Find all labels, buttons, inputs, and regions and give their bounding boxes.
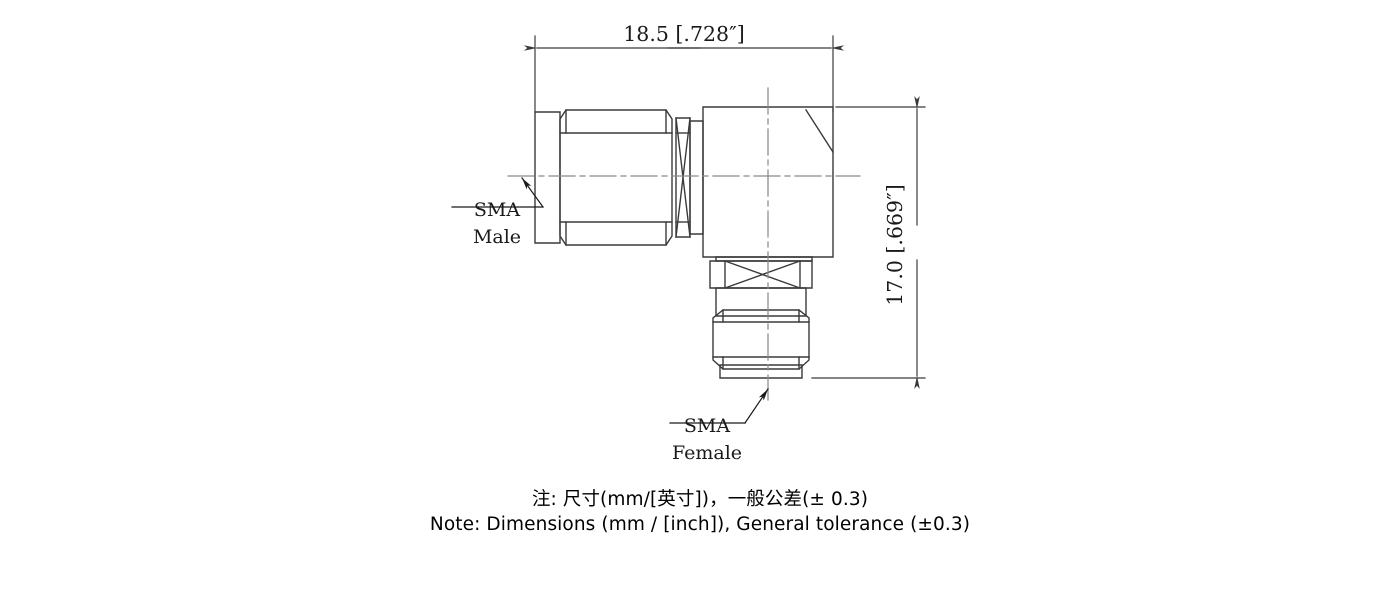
body-block (702, 106, 834, 258)
note-english: Note: Dimensions (mm / [inch]), General … (429, 514, 971, 535)
female-thread-hatch-b (724, 260, 801, 289)
callout-female-line1: SMA (684, 415, 730, 437)
callout-female-line2: Female (672, 442, 742, 464)
female-hex-body (712, 309, 810, 370)
dimension-width-label: 18.5 [.728″] (623, 22, 744, 46)
female-base (719, 364, 803, 379)
notes-block: 注: 尺寸(mm/[英寸])，一般公差(± 0.3) Note: Dimensi… (0, 487, 1400, 537)
body-corner-chamfer (805, 109, 834, 153)
female-shank (715, 287, 807, 317)
leader-line-female (744, 388, 769, 424)
callout-male-line1: SMA (474, 199, 520, 221)
note-chinese: 注: 尺寸(mm/[英寸])，一般公差(± 0.3) (531, 489, 869, 510)
male-collar (689, 120, 704, 235)
callout-leader-male (451, 177, 544, 208)
sma-male-connector (534, 109, 704, 246)
centerlines (507, 87, 861, 401)
leader-line-male (521, 177, 544, 208)
callout-leader-female (669, 388, 769, 424)
female-thread-band (709, 260, 813, 289)
male-ferrule (534, 111, 561, 244)
dimension-height (811, 96, 926, 389)
sma-female-connector (709, 256, 813, 379)
male-hex-nut (559, 109, 673, 246)
dimension-width (524, 35, 844, 113)
right-angle-body (702, 106, 834, 258)
dimension-height-label: 17.0 [.669″] (883, 184, 907, 305)
male-thread-hatch-b (675, 117, 691, 238)
callout-male-line2: Male (473, 226, 521, 248)
